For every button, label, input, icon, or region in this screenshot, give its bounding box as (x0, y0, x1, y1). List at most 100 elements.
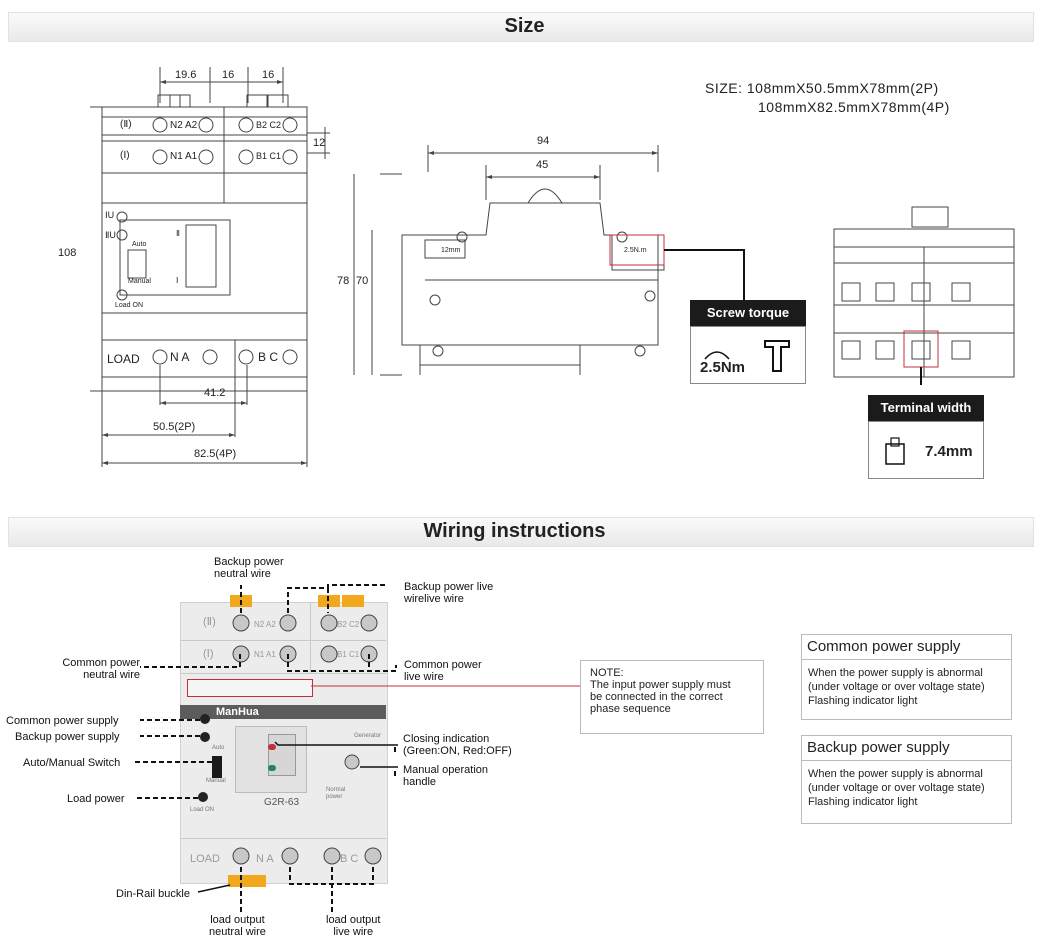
dim-left-108: 108 (58, 247, 77, 259)
backup-supply-text: When the power supply is abnormal (under… (808, 768, 985, 808)
device-brand: ManHua (216, 706, 259, 718)
device-divider-3 (180, 838, 386, 839)
handle-ii: Ⅱ (176, 229, 180, 238)
label-load-live: load output live wire (326, 914, 381, 938)
front-bc: B C (258, 350, 279, 364)
dim-right-12: 12 (313, 137, 326, 149)
dim-78: 78 (337, 275, 350, 287)
size-section-title: Size (504, 15, 545, 37)
note-text: NOTE: The input power supply must be con… (590, 667, 731, 715)
terminal-width-box: 7.4mm (868, 421, 984, 479)
terminal-width-header: Terminal width (868, 395, 984, 421)
backup-supply-led (200, 732, 210, 742)
screw-torque-leader (609, 234, 745, 300)
green-indicator-led (268, 765, 276, 771)
label-load-neutral: load output neutral wire (209, 914, 266, 938)
wiring-section-header-band (8, 517, 1034, 547)
device-divider-v (310, 602, 311, 674)
note-box: NOTE: The input power supply must be con… (580, 660, 764, 734)
screw-torque-value: 2.5Nm (700, 359, 746, 376)
device-auto: Auto (212, 745, 225, 751)
device-n2a2: N2 A2 (254, 620, 276, 629)
dim-94: 94 (537, 135, 550, 147)
device-load-on: Load ON (190, 807, 215, 813)
label-auto-manual: Auto/Manual Switch (23, 757, 121, 769)
front-iiu: ⅡU (105, 230, 116, 240)
dim-70: 70 (356, 275, 369, 287)
common-supply-box: Common power supply When the power suppl… (801, 634, 1012, 720)
device-row-ii: (Ⅱ) (203, 616, 216, 628)
wiring-section-title: Wiring instructions (423, 520, 606, 542)
front-manual: Manual (128, 278, 151, 285)
front-load: LOAD (107, 352, 140, 366)
dim-4p: 82.5(4P) (194, 448, 237, 460)
side-25nm: 2.5N.m (624, 247, 647, 254)
label-common-live: Common power live wire (404, 659, 482, 683)
device-b1c1: B1 C1 (337, 650, 360, 659)
label-backup-supply: Backup power supply (15, 731, 120, 743)
label-common-supply: Common power supply (6, 715, 119, 727)
common-supply-text: When the power supply is abnormal (under… (808, 667, 985, 707)
screw-torque-box: 2.5Nm (690, 326, 806, 384)
side-12mm: 12mm (441, 247, 461, 254)
screw-torque-header: Screw torque (690, 300, 806, 326)
size-spec-line-1: SIZE: 108mmX50.5mmX78mm(2P) (705, 80, 939, 96)
front-n2a2: N2 A2 (170, 120, 198, 131)
dim-top-2: 16 (222, 69, 235, 81)
backup-supply-box: Backup power supply When the power suppl… (801, 735, 1012, 824)
label-backup-neutral: Backup power neutral wire (214, 556, 284, 580)
wiring-diagram-lines (135, 584, 580, 913)
front-row-i: (Ⅰ) (120, 150, 130, 161)
dim-top-1: 19.6 (175, 69, 197, 81)
common-supply-title: Common power supply (807, 638, 961, 655)
label-din-rail: Din-Rail buckle (116, 888, 190, 900)
front-n1a1: N1 A1 (170, 151, 198, 162)
device-row-i: (Ⅰ) (203, 648, 214, 660)
device-normal-power: Normal power (326, 787, 346, 800)
terminal-view-drawing (833, 206, 1015, 385)
common-supply-separator (802, 659, 1011, 660)
label-manual-handle: Manual operation handle (403, 764, 489, 788)
label-load-power: Load power (67, 793, 125, 805)
device-load: LOAD (190, 853, 220, 865)
device-divider-1 (180, 640, 386, 641)
device-n1a1: N1 A1 (254, 650, 276, 659)
size-section-header-band (8, 12, 1034, 42)
front-na: N A (170, 350, 190, 364)
brand-strip (180, 705, 386, 719)
common-supply-led (200, 714, 210, 724)
front-row-ii: (Ⅱ) (120, 119, 132, 130)
label-backup-live: Backup power live wirelive wire (404, 581, 494, 605)
front-view-drawing (90, 67, 330, 467)
auto-manual-switch[interactable] (212, 756, 222, 778)
label-common-neutral: Common power neutral wire (62, 657, 140, 681)
handle-i: Ⅰ (176, 276, 179, 285)
device-na: N A (256, 853, 274, 865)
front-iu: ⅠU (105, 210, 115, 220)
backup-supply-separator (802, 760, 1011, 761)
device-b2c2: B2 C2 (337, 620, 360, 629)
front-b2c2: B2 C2 (256, 120, 282, 130)
front-load-on: Load ON (115, 302, 144, 309)
screwdriver-icon (704, 340, 790, 372)
front-b1c1: B1 C1 (256, 151, 282, 161)
front-auto: Auto (132, 241, 147, 248)
dim-bottom-41: 41.2 (204, 387, 226, 399)
device-model: G2R-63 (264, 797, 300, 808)
backup-supply-title: Backup power supply (807, 739, 950, 756)
device-bc: B C (340, 853, 359, 865)
device-manual: Manual (206, 778, 226, 784)
warning-sticker (187, 679, 313, 697)
side-view-drawing (353, 145, 665, 376)
dim-2p: 50.5(2P) (153, 421, 196, 433)
size-spec-line-2: 108mmX82.5mmX78mm(4P) (758, 99, 950, 115)
device-divider-2 (180, 673, 386, 674)
terminal-width-value: 7.4mm (925, 443, 973, 460)
dim-45: 45 (536, 159, 549, 171)
load-power-led (198, 792, 208, 802)
terminal-icon (885, 437, 905, 465)
red-indicator-led (268, 744, 276, 750)
dim-top-3: 16 (262, 69, 275, 81)
device-generator: Generator (354, 733, 382, 739)
label-closing-indication: Closing indication (Green:ON, Red:OFF) (403, 733, 512, 757)
